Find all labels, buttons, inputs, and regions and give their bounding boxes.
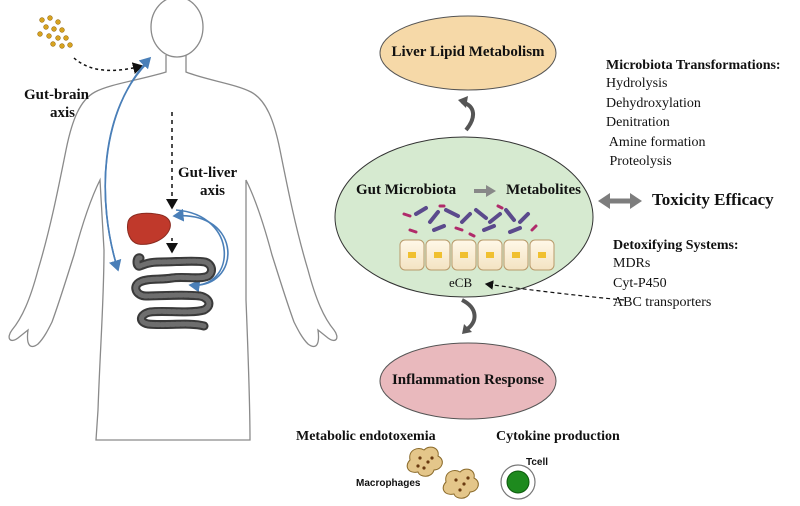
- metabolites-label: Metabolites: [506, 182, 581, 198]
- cytokine-production-label: Cytokine production: [496, 429, 620, 444]
- microbe-dots: [37, 15, 73, 49]
- microbiota-transformations-title: Microbiota Transformations:: [606, 58, 781, 73]
- gut-microbiota-label: Gut Microbiota: [356, 182, 457, 198]
- bacteria-cluster: [402, 204, 538, 238]
- tcell-label: Tcell: [526, 457, 549, 468]
- microbiota-transformations-list: Microbiota Transformations: Hydrolysis D…: [606, 58, 781, 172]
- list-item: Dehydroxylation: [606, 95, 701, 111]
- liver-organ: [127, 212, 171, 245]
- gut-liver-axis-label: Gut-liver axis: [178, 165, 238, 199]
- microbe-to-head-arrow: [73, 57, 144, 75]
- list-item: Hydrolysis: [606, 76, 668, 91]
- curved-arrow-up-head: [458, 96, 468, 108]
- curved-arrow-up: [461, 100, 475, 132]
- detoxifying-systems-list: Detoxifying Systems: MDRs Cyt-P450 ABC t…: [613, 238, 739, 313]
- inflammation-ellipse: [379, 342, 557, 420]
- intestines: [131, 253, 217, 331]
- list-item: Denitration: [606, 115, 670, 130]
- gut-brain-arrow-up: [104, 56, 152, 271]
- inflammation-response-label: Inflammation Response: [391, 372, 545, 388]
- liver-lipid-metabolism-label: Liver Lipid Metabolism: [391, 44, 545, 60]
- list-item: ABC transporters: [613, 295, 712, 310]
- human-body-outline: [8, 0, 338, 441]
- detoxifying-systems-title: Detoxifying Systems:: [613, 238, 739, 253]
- curved-arrow-down: [460, 298, 477, 332]
- list-item: Cyt-P450: [613, 275, 667, 291]
- toxicity-efficacy-label: Toxicity Efficacy: [652, 190, 774, 209]
- list-item: Proteolysis: [606, 154, 672, 169]
- tcell: [500, 464, 536, 500]
- macrophage-cells: [406, 446, 479, 499]
- gut-brain-axis-label: Gut-brain axis: [24, 87, 90, 121]
- liver-lipid-ellipse: [379, 15, 557, 91]
- macrophages-label: Macrophages: [356, 478, 421, 489]
- detox-to-ecb-arrow: [484, 280, 625, 301]
- ecb-label: eCB: [449, 275, 473, 290]
- head-shape: [150, 0, 204, 58]
- list-item: Amine formation: [606, 134, 706, 150]
- gut-liver-arrow-to-liver: [172, 208, 229, 286]
- epithelial-cells: [399, 239, 555, 271]
- torso-shape: [8, 55, 338, 441]
- curved-arrow-down-head: [462, 324, 472, 334]
- list-item: MDRs: [613, 256, 651, 271]
- metabolic-endotoxemia-label: Metabolic endotoxemia: [296, 429, 436, 444]
- gut-microbiota-ellipse: [334, 136, 594, 298]
